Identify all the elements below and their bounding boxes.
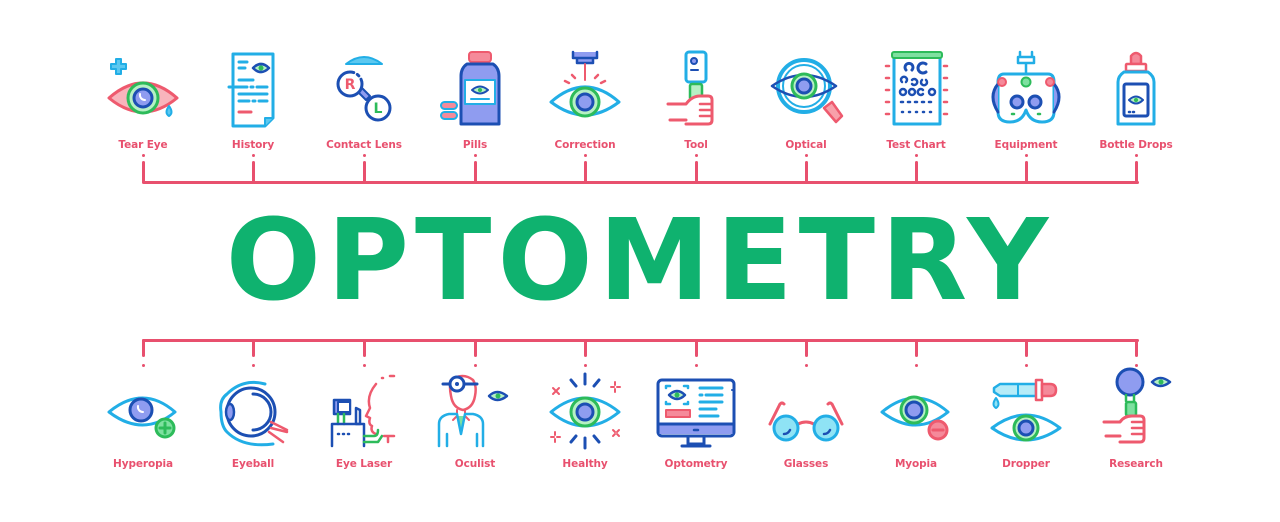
top-connector-dot bbox=[584, 154, 587, 157]
hand-tool-icon bbox=[666, 50, 714, 126]
label-research: Research bbox=[1109, 458, 1163, 470]
label-dropper: Dropper bbox=[1002, 458, 1050, 470]
top-connector-tick bbox=[363, 161, 366, 183]
label-optometry: Optometry bbox=[664, 458, 728, 470]
myopia-eye-minus-icon bbox=[880, 395, 950, 441]
bottom-connector-dot bbox=[915, 364, 918, 367]
bottom-connector-dot bbox=[363, 364, 366, 367]
contact-lens-icon: R L bbox=[336, 56, 392, 122]
top-connector-tick bbox=[915, 161, 918, 183]
history-document-icon bbox=[227, 52, 275, 128]
contact-lens-r-letter: R bbox=[345, 77, 356, 93]
bottom-connector-tick bbox=[584, 339, 587, 357]
contact-lens-l-letter: L bbox=[374, 101, 383, 117]
label-healthy: Healthy bbox=[562, 458, 608, 470]
label-tool: Tool bbox=[684, 139, 708, 151]
bottom-connector-dot bbox=[142, 364, 145, 367]
bottom-connector-dot bbox=[695, 364, 698, 367]
top-connector-dot bbox=[142, 154, 145, 157]
bottom-connector-tick bbox=[695, 339, 698, 357]
top-connector-dot bbox=[915, 154, 918, 157]
label-pills: Pills bbox=[462, 139, 488, 151]
bottom-connector-tick bbox=[363, 339, 366, 357]
label-history: History bbox=[231, 139, 275, 151]
glasses-icon bbox=[768, 401, 844, 442]
top-connector-dot bbox=[474, 154, 477, 157]
label-oculist: Oculist bbox=[454, 458, 496, 470]
top-connector-dot bbox=[805, 154, 808, 157]
top-connector-tick bbox=[1025, 161, 1028, 183]
label-bottle-drops: Bottle Drops bbox=[1099, 139, 1173, 151]
bottom-connector-tick bbox=[142, 339, 145, 357]
label-eye-laser: Eye Laser bbox=[335, 458, 393, 470]
test-chart-icon bbox=[884, 51, 949, 126]
pills-bottle-icon bbox=[440, 51, 501, 126]
label-eyeball: Eyeball bbox=[231, 458, 275, 470]
label-equipment: Equipment bbox=[994, 139, 1058, 151]
top-connector-tick bbox=[474, 161, 477, 183]
bottom-connector-dot bbox=[252, 364, 255, 367]
top-connector-dot bbox=[1025, 154, 1028, 157]
label-test-chart: Test Chart bbox=[886, 139, 946, 151]
bottom-connector-dot bbox=[584, 364, 587, 367]
eyeball-anatomy-icon bbox=[219, 380, 289, 447]
top-connector-line bbox=[142, 181, 1139, 184]
bottom-connector-dot bbox=[1025, 364, 1028, 367]
page-title: OPTOMETRY bbox=[225, 196, 1055, 326]
eye-laser-machine-icon bbox=[330, 374, 396, 448]
optometry-monitor-icon bbox=[656, 378, 736, 448]
top-connector-dot bbox=[252, 154, 255, 157]
top-connector-tick bbox=[252, 161, 255, 183]
hyperopia-eye-plus-icon bbox=[107, 396, 177, 439]
top-connector-tick bbox=[142, 161, 145, 183]
label-contact-lens: Contact Lens bbox=[326, 139, 402, 151]
tear-eye-icon bbox=[107, 58, 179, 117]
label-tear-eye: Tear Eye bbox=[118, 139, 168, 151]
bottom-connector-dot bbox=[474, 364, 477, 367]
top-connector-dot bbox=[363, 154, 366, 157]
dropper-eye-icon bbox=[990, 378, 1062, 442]
top-connector-tick bbox=[805, 161, 808, 183]
eye-drops-bottle-icon bbox=[1116, 51, 1156, 126]
bottom-connector-dot bbox=[1135, 364, 1138, 367]
bottom-connector-dot bbox=[805, 364, 808, 367]
bottom-connector-tick bbox=[474, 339, 477, 357]
bottom-connector-tick bbox=[915, 339, 918, 357]
label-myopia: Myopia bbox=[894, 458, 938, 470]
bottom-connector-tick bbox=[252, 339, 255, 357]
top-connector-tick bbox=[695, 161, 698, 183]
label-hyperopia: Hyperopia bbox=[113, 458, 173, 470]
bottom-connector-tick bbox=[1025, 339, 1028, 357]
bottom-connector-tick bbox=[805, 339, 808, 357]
healthy-eye-icon bbox=[549, 372, 621, 450]
top-connector-tick bbox=[1135, 161, 1138, 183]
label-optical: Optical bbox=[785, 139, 827, 151]
label-correction: Correction bbox=[554, 139, 616, 151]
bottom-connector-line bbox=[142, 339, 1139, 342]
label-glasses: Glasses bbox=[783, 458, 829, 470]
research-magnifier-hand-icon bbox=[1102, 367, 1172, 444]
top-connector-tick bbox=[584, 161, 587, 183]
top-connector-dot bbox=[695, 154, 698, 157]
phoropter-equipment-icon bbox=[991, 50, 1061, 124]
bottom-connector-tick bbox=[1135, 339, 1138, 357]
top-connector-dot bbox=[1135, 154, 1138, 157]
magnifier-eye-icon bbox=[770, 58, 844, 124]
laser-correction-icon bbox=[549, 50, 621, 118]
oculist-doctor-icon bbox=[437, 374, 509, 448]
